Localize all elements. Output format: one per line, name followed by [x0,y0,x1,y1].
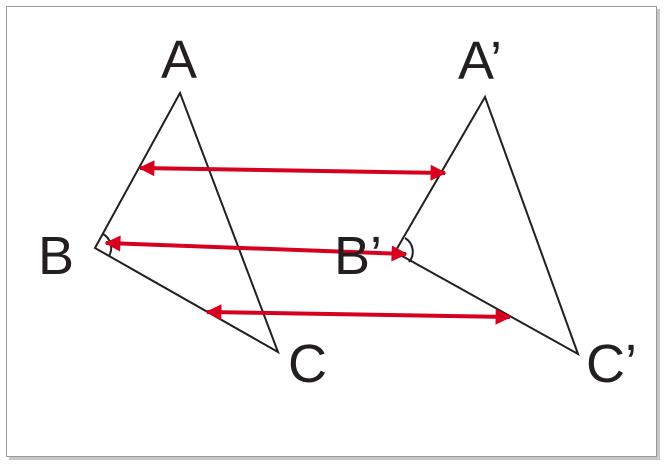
triangle-abc [93,90,280,355]
label-b-prime: B’ [334,226,382,286]
label-a-prime: A’ [458,31,502,91]
arrow-b-to-b-prime [104,235,408,262]
arrow-c-to-c-prime [205,304,512,325]
arrow-a-to-a-prime [138,160,447,181]
label-b: B [38,226,74,286]
label-c: C [288,334,327,394]
label-a: A [161,30,197,90]
figure-frame [6,6,657,457]
label-c-prime: C’ [586,334,637,394]
